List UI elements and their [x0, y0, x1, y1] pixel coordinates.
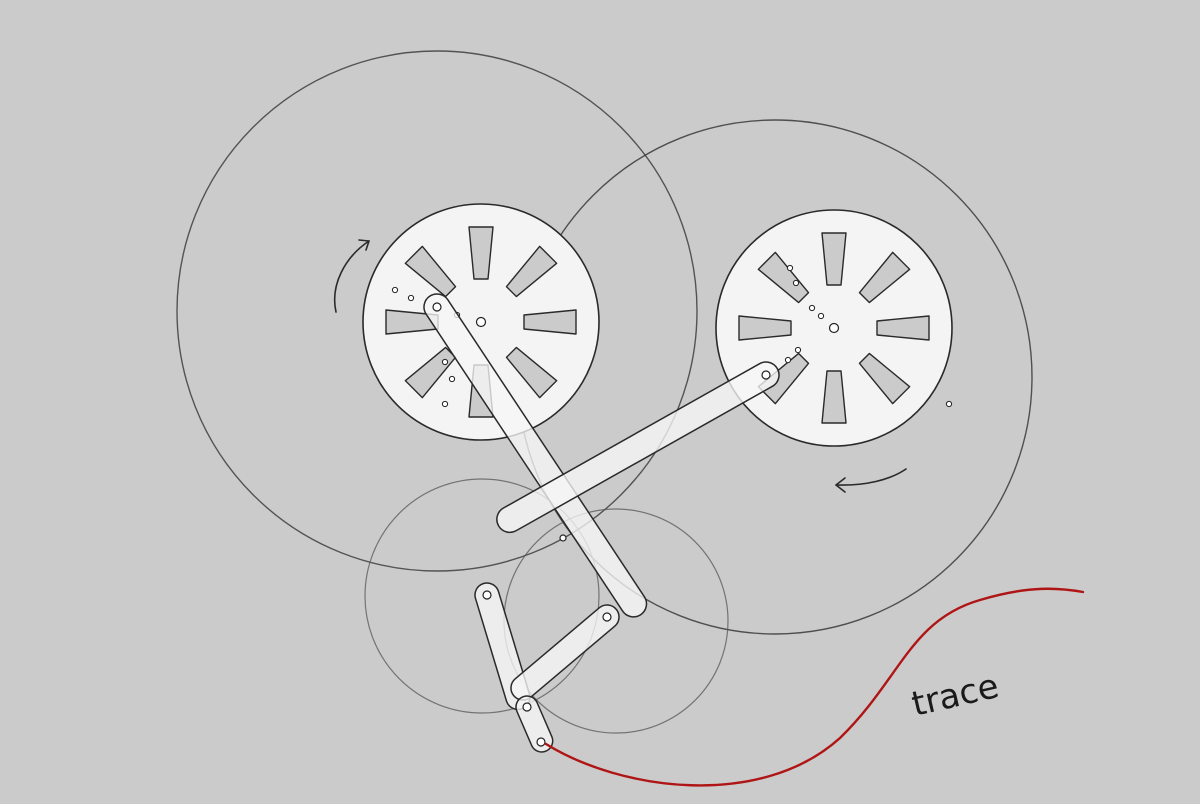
joint-pins [432, 302, 771, 747]
bar-right-crank-to-left-joint [496, 361, 780, 534]
left-joint-pin [482, 590, 492, 600]
left-crank-pin [432, 302, 442, 312]
trace-label: trace [908, 666, 1003, 725]
right-rotation-arrow-icon [835, 468, 907, 493]
left-wheel [362, 203, 600, 441]
bar-left-crank-to-right-joint [423, 293, 648, 618]
lower-pivot-pin [522, 702, 532, 712]
left-joint-guide-circle [364, 478, 600, 714]
pen-tip-pin [536, 737, 546, 747]
left-wheel-pin-holes [391, 286, 461, 408]
left-wheel-guide-circle [176, 50, 698, 572]
right-wheel-hub [828, 322, 840, 334]
left-rotation-arrow-icon [334, 239, 370, 313]
right-joint-pin [602, 612, 612, 622]
right-wheel [715, 209, 953, 447]
left-wheel-hub [475, 316, 487, 328]
crossing-pin [559, 534, 567, 542]
right-wheel-pin-holes [784, 264, 953, 408]
trace-curve [544, 587, 1085, 787]
bar-right-joint-to-lower-pivot [510, 604, 620, 701]
right-crank-pin [761, 370, 771, 380]
